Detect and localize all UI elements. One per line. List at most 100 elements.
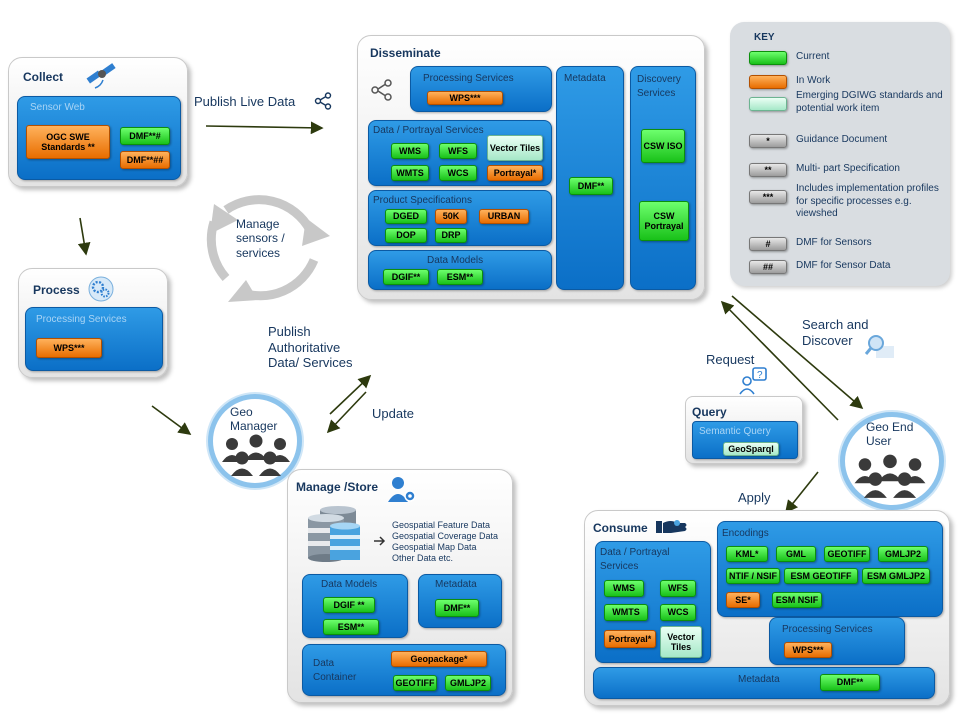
ms-dc-title: Data Container bbox=[313, 657, 359, 685]
publish-auth-label: Publish Authoritative Data/ Services bbox=[268, 324, 372, 371]
key-label-4: Multi- part Specification bbox=[796, 163, 900, 174]
diss-discovery-title: Discovery Services bbox=[637, 73, 693, 101]
key-label-7: DMF for Sensor Data bbox=[796, 260, 891, 271]
gears-icon bbox=[88, 276, 114, 302]
share-icon-large bbox=[371, 79, 392, 101]
diss-wfs-chip[interactable]: WFS bbox=[439, 143, 477, 159]
ms-dgif-chip[interactable]: DGIF ** bbox=[323, 597, 375, 613]
con-wcs-chip[interactable]: WCS bbox=[660, 604, 696, 621]
con-wmts-chip[interactable]: WMTS bbox=[604, 604, 648, 621]
ogc-swe-chip[interactable]: OGC SWE Standards ** bbox=[26, 125, 110, 159]
con-dp-title: Data / Portrayal Services bbox=[600, 546, 708, 573]
con-wms-chip[interactable]: WMS bbox=[604, 580, 644, 597]
ms-metadata-dmf-chip[interactable]: DMF** bbox=[435, 599, 479, 617]
process-services-title: Processing Services bbox=[36, 314, 127, 325]
con-wps-chip[interactable]: WPS*** bbox=[784, 642, 832, 658]
key-chip-0 bbox=[749, 51, 787, 65]
key-title: KEY bbox=[754, 32, 775, 43]
con-enc-title: Encodings bbox=[722, 528, 769, 539]
geo-end-user-label: Geo End User bbox=[866, 420, 926, 449]
key-label-0: Current bbox=[796, 51, 830, 62]
arrow-right-icon bbox=[374, 536, 386, 546]
kml-chip[interactable]: KML* bbox=[726, 546, 768, 562]
esm-nsif-chip[interactable]: ESM NSIF bbox=[772, 592, 822, 608]
search-discover-text: Search and Discover bbox=[802, 317, 869, 348]
se-chip[interactable]: SE* bbox=[726, 592, 760, 608]
diss-drp-chip[interactable]: DRP bbox=[435, 228, 467, 243]
search-discover-label: Search and Discover bbox=[802, 317, 902, 348]
diss-dop-chip[interactable]: DOP bbox=[385, 228, 427, 243]
key-label-2: Emerging DGIWG standards and potential w… bbox=[796, 90, 943, 114]
con-processing-box: Processing Services WPS*** bbox=[769, 617, 905, 665]
geo-manager-node[interactable] bbox=[208, 394, 302, 488]
key-chip-1 bbox=[749, 75, 787, 89]
key-label-6: DMF for Sensors bbox=[796, 237, 872, 248]
diss-portrayal-chip[interactable]: Portrayal* bbox=[487, 165, 543, 181]
diss-wmts-chip[interactable]: WMTS bbox=[391, 165, 429, 181]
esm-geotiff-chip[interactable]: ESM GEOTIFF bbox=[784, 568, 858, 584]
magnifier-icon bbox=[864, 335, 894, 358]
diss-50k-chip[interactable]: 50K bbox=[435, 209, 467, 224]
db-line-1: Geospatial Feature Data bbox=[392, 520, 491, 530]
gml-chip[interactable]: GML bbox=[776, 546, 816, 562]
apply-label: Apply bbox=[738, 490, 771, 505]
key-chip-4: ** bbox=[749, 163, 787, 177]
manage-store-panel: Manage /Store Geospatial Feature Data Ge… bbox=[287, 469, 513, 703]
diss-wms-chip[interactable]: WMS bbox=[391, 143, 429, 159]
request-label: Request bbox=[706, 352, 755, 367]
diss-esm-chip[interactable]: ESM** bbox=[437, 269, 483, 285]
key-chip-6: # bbox=[749, 237, 787, 251]
publish-live-label: Publish Live Data bbox=[194, 94, 296, 109]
svg-text:?: ? bbox=[757, 370, 763, 381]
con-geotiff-chip[interactable]: GEOTIFF bbox=[824, 546, 870, 562]
manage-store-title: Manage /Store bbox=[296, 480, 379, 494]
con-dp-title-text: Data / Portrayal Services bbox=[600, 547, 670, 572]
ms-geotiff-chip[interactable]: GEOTIFF bbox=[393, 675, 437, 691]
arrow-publish-auth bbox=[329, 374, 372, 415]
geopackage-chip[interactable]: Geopackage* bbox=[391, 651, 487, 667]
con-metadata-box: Metadata DMF** bbox=[593, 667, 935, 699]
con-vector-tiles-chip[interactable]: Vector Tiles bbox=[660, 626, 702, 658]
arrow-apply bbox=[785, 471, 819, 514]
diss-metadata-dmf-chip[interactable]: DMF** bbox=[569, 177, 613, 195]
geosparql-chip[interactable]: GeoSparql bbox=[723, 442, 779, 456]
collect-panel: Collect Sensor Web OGC SWE Standards ** … bbox=[8, 57, 188, 187]
csw-portrayal-chip[interactable]: CSW Portrayal bbox=[639, 201, 689, 241]
arrow-process-manager bbox=[151, 405, 192, 435]
query-title: Query bbox=[692, 405, 727, 419]
diss-vector-tiles-chip[interactable]: Vector Tiles bbox=[487, 135, 543, 161]
con-wfs-chip[interactable]: WFS bbox=[660, 580, 696, 597]
csw-iso-chip[interactable]: CSW ISO bbox=[641, 129, 685, 163]
ms-esm-chip[interactable]: ESM** bbox=[323, 619, 379, 635]
ms-gmljp2-chip[interactable]: GMLJP2 bbox=[445, 675, 491, 691]
diss-wps-chip[interactable]: WPS*** bbox=[427, 91, 503, 105]
process-panel: Process Processing Services WPS*** bbox=[18, 268, 168, 378]
dmf-sensors-chip[interactable]: DMF**# bbox=[120, 127, 170, 145]
semantic-query-title: Semantic Query bbox=[699, 426, 771, 437]
diss-dged-chip[interactable]: DGED bbox=[385, 209, 427, 224]
sensor-web-title: Sensor Web bbox=[30, 102, 85, 113]
diss-metadata-box: Metadata DMF** bbox=[556, 66, 624, 290]
con-metadata-dmf-chip[interactable]: DMF** bbox=[820, 674, 880, 691]
con-data-portrayal-box: Data / Portrayal Services WMS WFS WMTS W… bbox=[595, 541, 711, 663]
diss-data-portrayal-box: Data / Portrayal Services WMS WFS Vector… bbox=[368, 120, 552, 186]
diss-discovery-title-text: Discovery Services bbox=[637, 74, 681, 99]
process-wps-chip[interactable]: WPS*** bbox=[36, 338, 102, 358]
ms-dc-title-text: Data Container bbox=[313, 658, 357, 683]
con-gmljp2-chip[interactable]: GMLJP2 bbox=[878, 546, 928, 562]
diss-wcs-chip[interactable]: WCS bbox=[439, 165, 477, 181]
manage-sensors-label: Manage sensors / services bbox=[236, 217, 306, 260]
diss-product-specs-box: Product Specifications DGED 50K URBAN DO… bbox=[368, 190, 552, 246]
diss-dgif-chip[interactable]: DGIF** bbox=[383, 269, 429, 285]
diss-urban-chip[interactable]: URBAN bbox=[479, 209, 529, 224]
manage-sensors-text: Manage sensors / services bbox=[236, 217, 285, 260]
ntif-nsif-chip[interactable]: NTIF / NSIF bbox=[726, 568, 780, 584]
esm-gmljp2-chip[interactable]: ESM GMLJP2 bbox=[862, 568, 930, 584]
con-encodings-box: Encodings KML* GML GEOTIFF GMLJP2 NTIF /… bbox=[717, 521, 943, 617]
con-portrayal-chip[interactable]: Portrayal* bbox=[604, 630, 656, 648]
dmf-sensor-data-chip[interactable]: DMF**## bbox=[120, 151, 170, 169]
diss-metadata-title: Metadata bbox=[564, 73, 606, 84]
diss-processing-box: Processing Services WPS*** bbox=[410, 66, 552, 112]
diss-dp-title: Data / Portrayal Services bbox=[373, 125, 484, 136]
